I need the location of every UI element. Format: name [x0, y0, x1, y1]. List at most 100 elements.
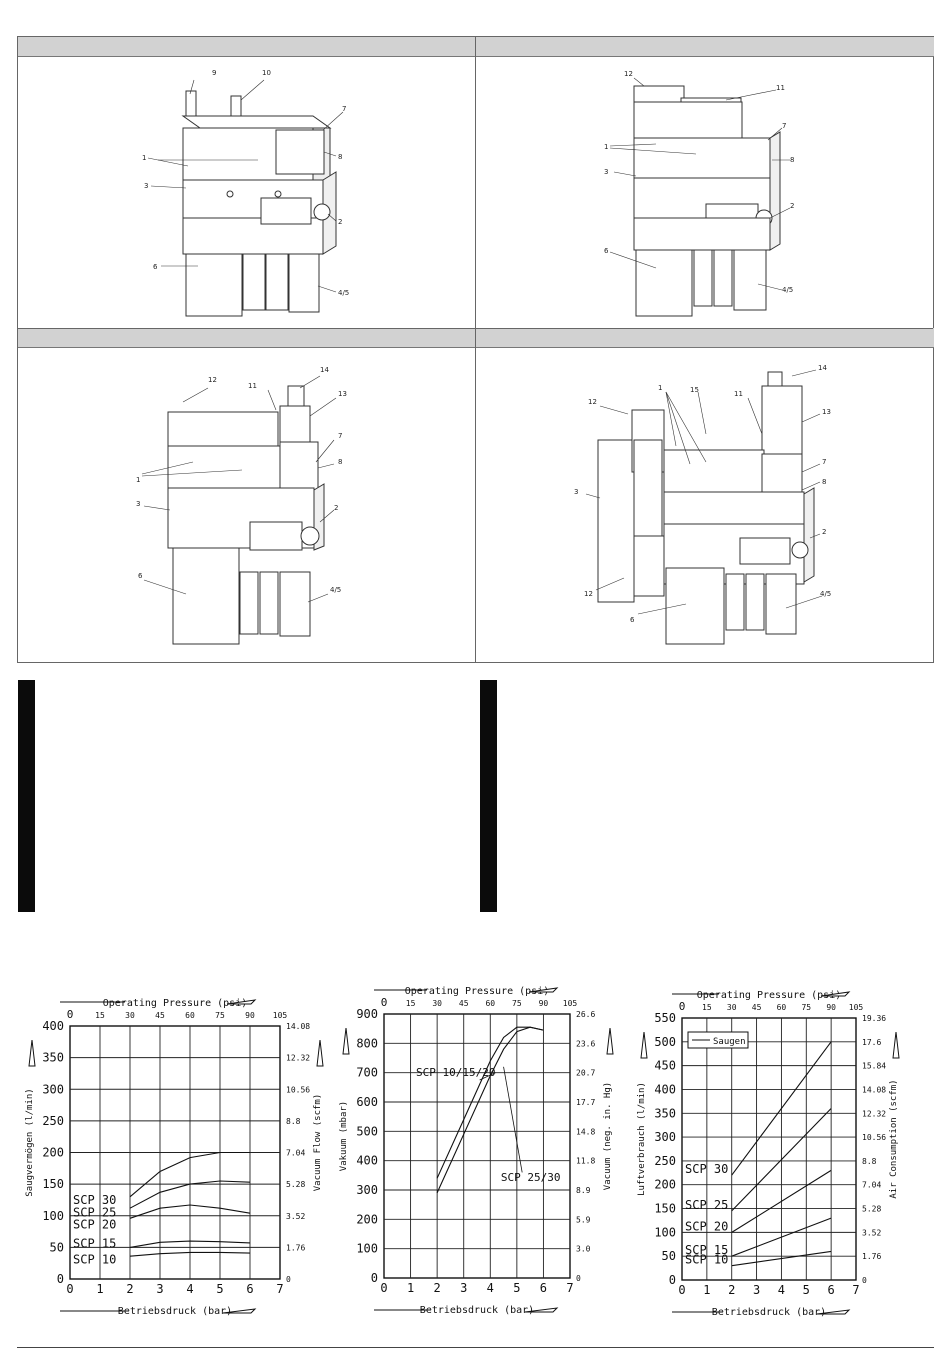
y-tick-label: 100 [42, 1209, 64, 1223]
right-tick-label: 5.28 [862, 1205, 881, 1214]
right-tick-label: 0 [862, 1276, 867, 1285]
vacuum-generator-drawing-3: 12 11 14 13 7 1 8 3 2 6 4/5 [136, 366, 347, 645]
x-tick-label: 5 [216, 1282, 223, 1296]
y-tick-label: 0 [669, 1273, 676, 1287]
y-tick-label: 100 [654, 1225, 676, 1239]
top-tick-label: 15 [95, 1011, 105, 1020]
callout-12: 12 [624, 70, 633, 78]
right-tick-label: 14.08 [862, 1085, 886, 1094]
top-tick-label: 30 [432, 999, 442, 1008]
callout-12-lower: 12 [584, 590, 593, 598]
top-tick-label: 30 [727, 1003, 737, 1012]
callout-7: 7 [782, 122, 786, 130]
top-tick-label: 90 [539, 999, 549, 1008]
y-tick-label: 350 [42, 1051, 64, 1065]
arrow-up-icon [892, 1031, 900, 1059]
x-tick-label: 0 [678, 1283, 685, 1297]
callout-3: 3 [136, 500, 140, 508]
right-tick-label: 12.32 [286, 1054, 310, 1063]
callout-2: 2 [338, 218, 342, 226]
y-axis-title: Saugvermögen (l/min) [25, 1088, 35, 1196]
footer-rule [17, 1347, 934, 1348]
series-label: SCP 30 [685, 1162, 728, 1176]
callout-8: 8 [790, 156, 794, 164]
x-tick-label: 2 [126, 1282, 133, 1296]
x-tick-label: 7 [566, 1281, 573, 1295]
y-tick-label: 500 [654, 1035, 676, 1049]
y-tick-label: 50 [662, 1249, 676, 1263]
callout-3: 3 [604, 168, 608, 176]
right-tick-label: 1.76 [286, 1243, 305, 1252]
series-line-scp-30 [731, 1041, 832, 1176]
right-tick-label: 17.7 [576, 1098, 595, 1107]
callout-6: 6 [138, 572, 143, 580]
callout-7: 7 [822, 458, 826, 466]
black-marker-bar [480, 680, 497, 912]
arrow-right-icon [222, 1308, 257, 1314]
top-axis-title: Operating Pressure (psi) [103, 998, 248, 1009]
chart-suction-capacity: 05010015020025030035040001.763.525.287.0… [25, 998, 324, 1317]
y-tick-label: 600 [356, 1095, 378, 1109]
callout-11: 11 [248, 382, 257, 390]
top-axis-title: Operating Pressure (psi) [697, 990, 842, 1001]
x-tick-label: 0 [66, 1282, 73, 1296]
top-tick-label: 60 [485, 999, 495, 1008]
x-tick-label: 1 [703, 1283, 710, 1297]
top-tick-label: 60 [185, 1011, 195, 1020]
y-tick-label: 200 [654, 1178, 676, 1192]
right-tick-label: 23.6 [576, 1039, 595, 1048]
plot-frame [383, 1013, 571, 1279]
callout-10: 10 [262, 69, 271, 77]
y-tick-label: 700 [356, 1066, 378, 1080]
chart-vacuum-level: 010020030040050060070080090003.05.98.911… [339, 986, 614, 1316]
x-axis-title: Betriebsdruck (bar) [712, 1307, 826, 1318]
right-axis-title: Air Consumption (scfm) [889, 1079, 899, 1198]
callout-6: 6 [604, 247, 609, 255]
series-leader-line [503, 1066, 523, 1173]
series-line-scp-15 [129, 1240, 251, 1248]
series-line-scp-20 [731, 1169, 832, 1233]
callout-8: 8 [338, 458, 342, 466]
x-tick-label: 7 [852, 1283, 859, 1297]
top-axis-title: Operating Pressure (psi) [405, 986, 550, 997]
top-tick-label: 75 [512, 999, 522, 1008]
callout-6: 6 [153, 263, 158, 271]
callout-labels: 12 11 7 1 8 3 2 6 4/5 [604, 70, 794, 294]
x-tick-label: 6 [246, 1282, 253, 1296]
right-tick-label: 14.08 [286, 1022, 310, 1031]
panel-header [476, 328, 934, 348]
panel-header [18, 37, 475, 57]
series-line-scp-10 [731, 1250, 832, 1267]
legend-label: Saugen [713, 1037, 746, 1047]
right-axis-title: Vacuum (neg. in. Hg) [603, 1082, 613, 1190]
series-line-scp-20 [129, 1204, 251, 1219]
y-tick-label: 400 [42, 1019, 64, 1033]
panel-header [476, 37, 934, 57]
panel-divider-vertical [475, 37, 476, 662]
y-tick-label: 350 [654, 1106, 676, 1120]
right-tick-label: 17.6 [862, 1038, 881, 1047]
callout-11: 11 [734, 390, 743, 398]
x-tick-label: 2 [728, 1283, 735, 1297]
callout-13: 13 [338, 390, 347, 398]
x-tick-label: 4 [186, 1282, 193, 1296]
x-tick-label: 7 [276, 1282, 283, 1296]
right-tick-label: 15.84 [862, 1062, 886, 1071]
black-marker-bar [35, 680, 41, 815]
x-tick-label: 0 [380, 1281, 387, 1295]
y-tick-label: 150 [654, 1202, 676, 1216]
arrow-right-icon [820, 991, 851, 997]
y-tick-label: 300 [42, 1082, 64, 1096]
arrow-up-icon [316, 1039, 324, 1067]
series-line-scp-30 [129, 1151, 250, 1198]
plot-frame [681, 1017, 857, 1281]
top-tick-label: 0 [67, 1008, 74, 1021]
y-tick-label: 250 [42, 1114, 64, 1128]
right-tick-label: 0 [286, 1275, 291, 1284]
callout-4-5: 4/5 [338, 289, 349, 297]
callout-3: 3 [144, 182, 148, 190]
arrow-right-icon [816, 1309, 851, 1315]
y-tick-label: 550 [654, 1011, 676, 1025]
callout-12: 12 [588, 398, 597, 406]
chart-air-consumption: 05010015020025030035040045050055001.763.… [637, 990, 900, 1318]
